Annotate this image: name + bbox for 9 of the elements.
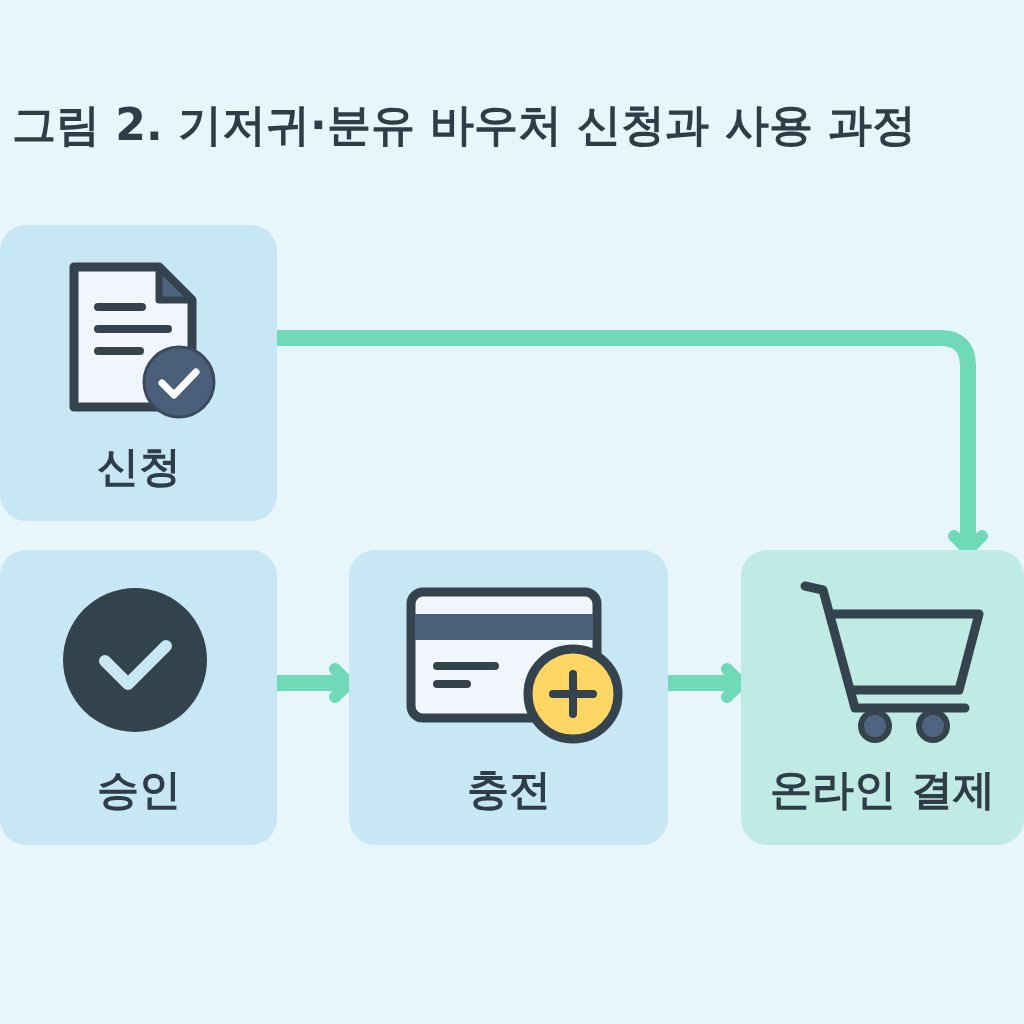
step-label: 신청: [95, 441, 182, 493]
step-label: 온라인 결제: [769, 764, 996, 816]
step-box: [0, 225, 277, 521]
step-label: 승인: [95, 764, 182, 816]
step-box: [349, 550, 668, 845]
step-label: 충전: [465, 764, 552, 816]
step-box: [0, 550, 277, 845]
step-box: [741, 550, 1024, 845]
diagram-title: 그림 2. 기저귀·분유 바우처 신청과 사용 과정: [12, 98, 916, 152]
